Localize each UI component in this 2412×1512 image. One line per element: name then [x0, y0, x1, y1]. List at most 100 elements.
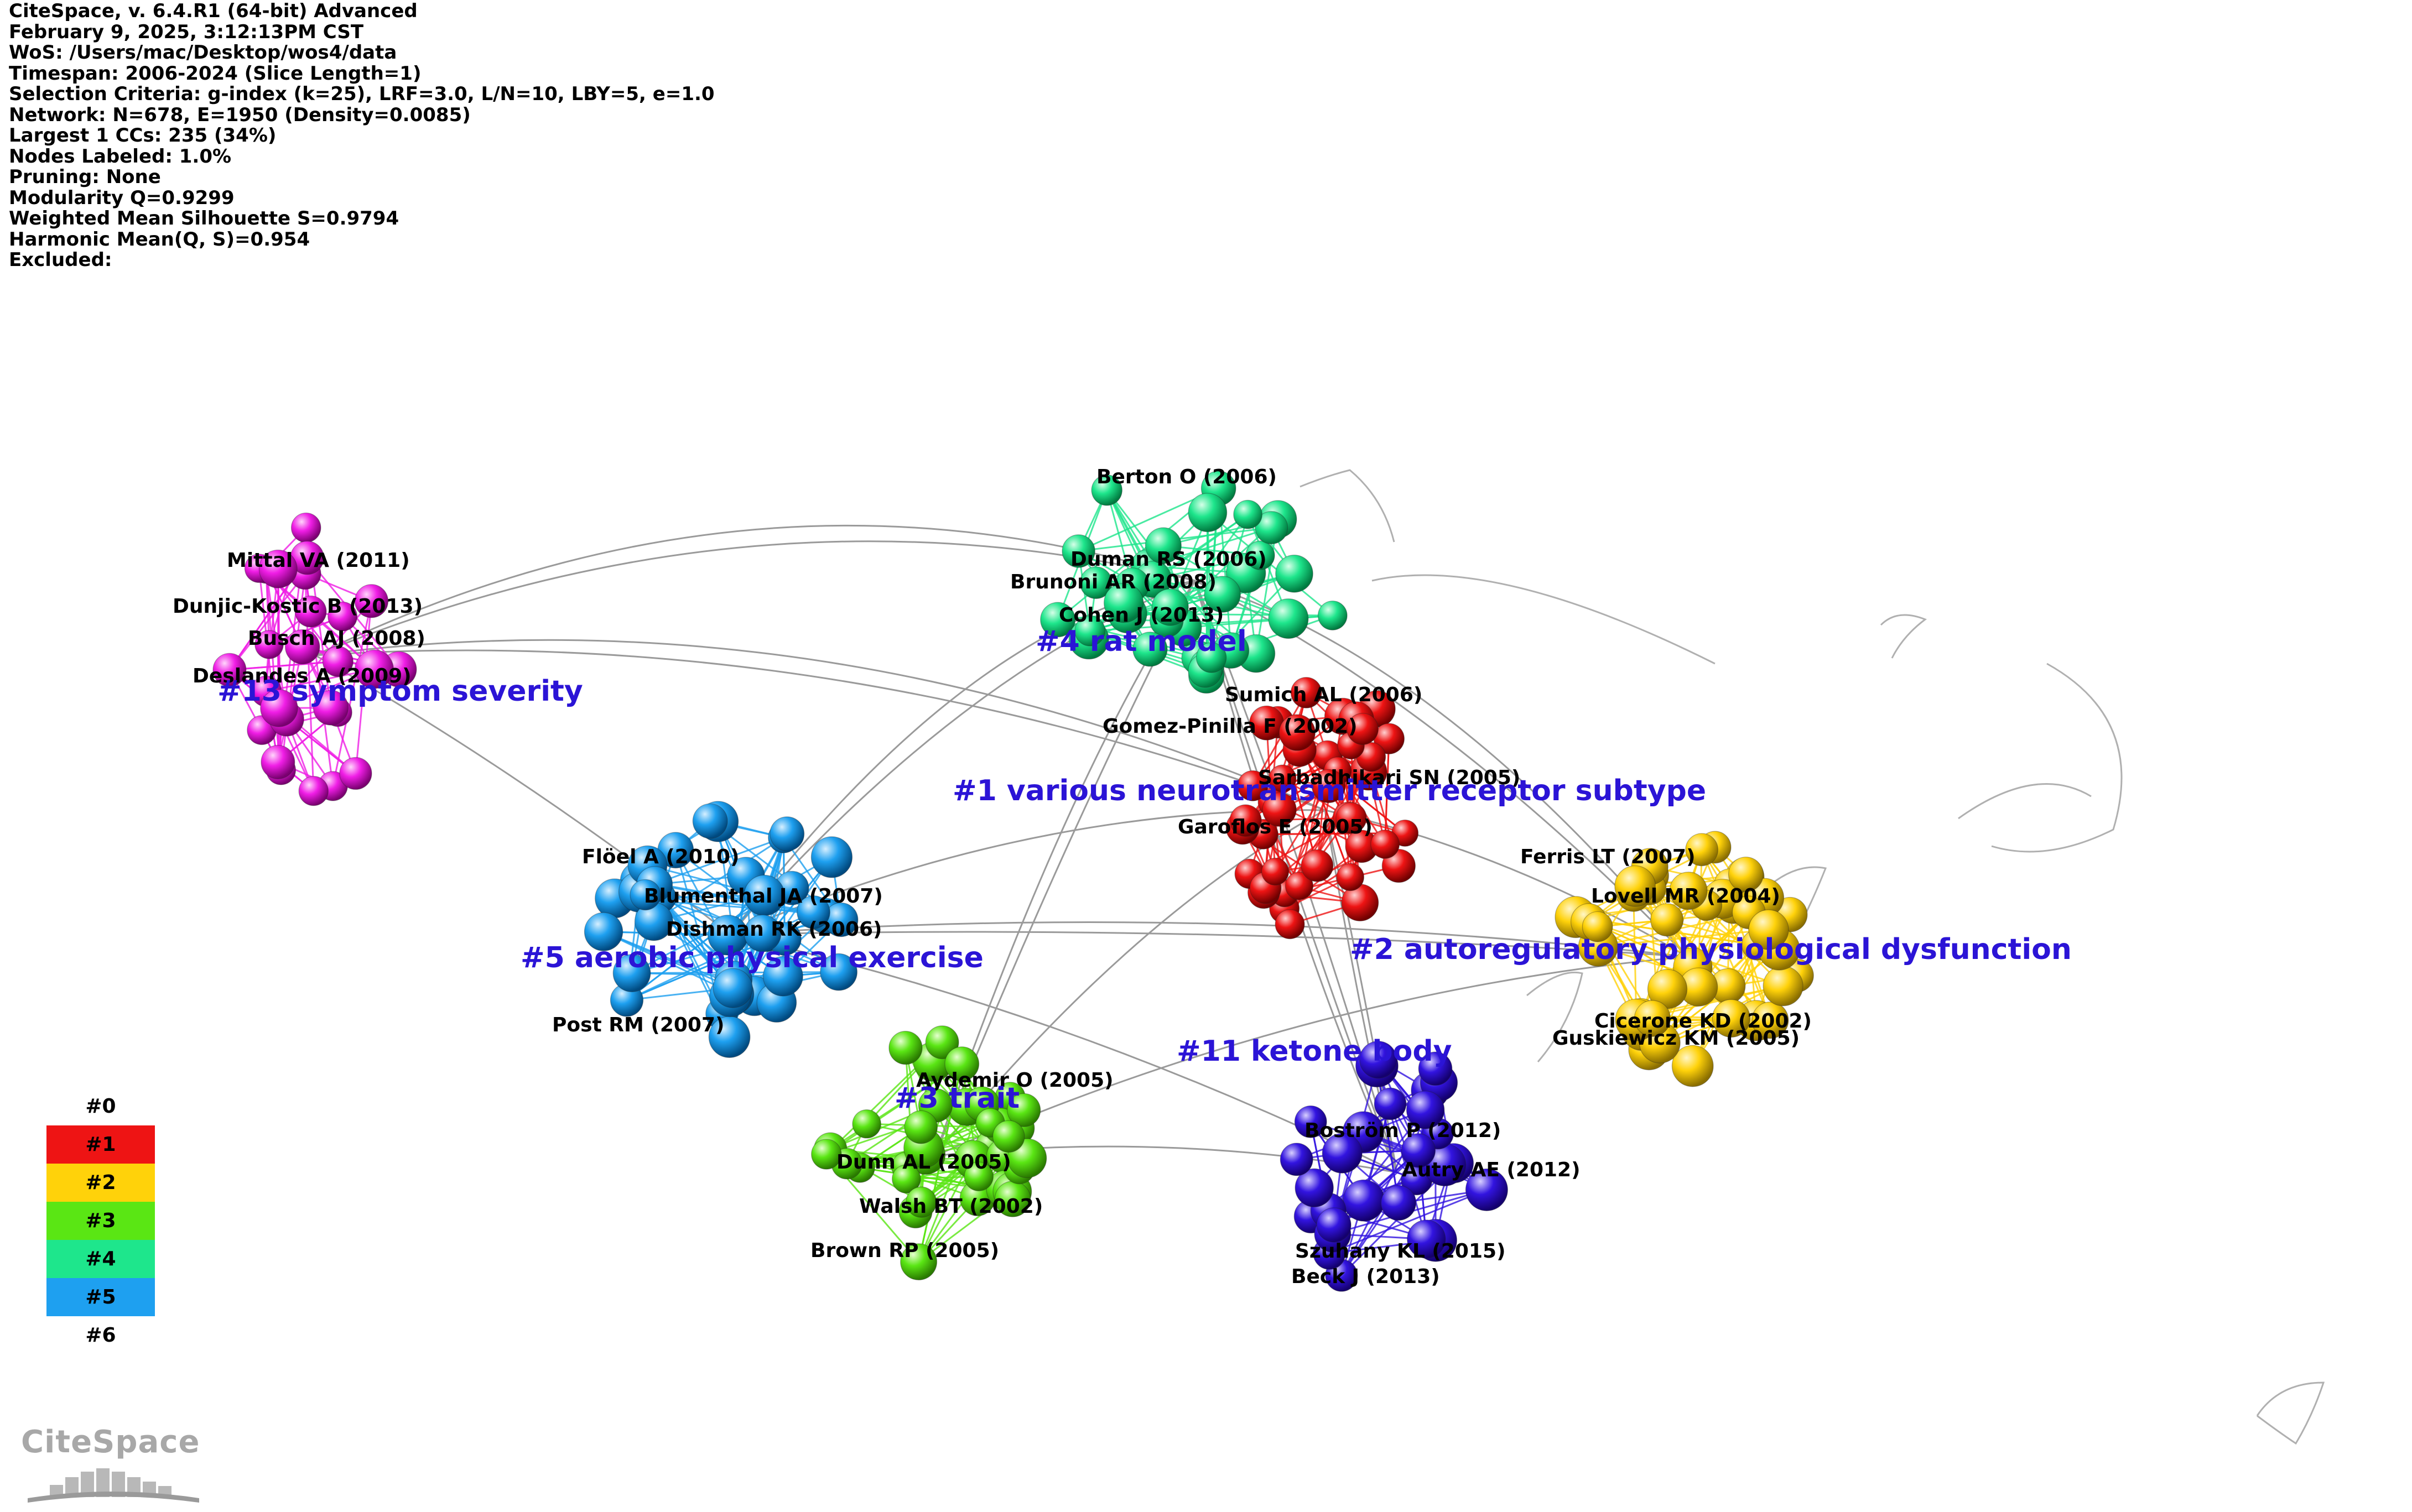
reference-node[interactable] — [1763, 966, 1803, 1007]
cluster-label-5[interactable]: #5 aerobic physical exercise — [521, 941, 984, 974]
reference-node[interactable] — [1275, 555, 1313, 593]
reference-node[interactable] — [1204, 576, 1241, 613]
reference-node[interactable] — [1280, 1143, 1313, 1176]
reference-node[interactable] — [1301, 849, 1334, 882]
reference-node[interactable] — [1237, 770, 1269, 801]
node-label[interactable]: Walsh BT (2002) — [859, 1195, 1043, 1218]
cluster-label-2[interactable]: #2 autoregulatory physiological dysfunct… — [1350, 933, 2072, 966]
reference-node[interactable] — [260, 689, 298, 727]
reference-node[interactable] — [354, 584, 389, 618]
node-label[interactable]: Gomez-Pinilla F (2002) — [1103, 715, 1358, 738]
reference-node[interactable] — [1401, 1133, 1436, 1168]
reference-node[interactable] — [992, 1120, 1025, 1153]
reference-node[interactable] — [339, 757, 372, 790]
reference-node[interactable] — [1380, 1185, 1417, 1221]
node-label[interactable]: Dunn AL (2005) — [836, 1151, 1011, 1174]
reference-node[interactable] — [1685, 833, 1719, 867]
node-label[interactable]: Blumenthal JA (2007) — [644, 885, 883, 908]
reference-node[interactable] — [1245, 540, 1275, 570]
node-label[interactable]: Sumich AL (2006) — [1225, 684, 1422, 706]
node-label[interactable]: Brown RP (2005) — [810, 1239, 999, 1262]
reference-node[interactable] — [1406, 1091, 1445, 1129]
reference-node[interactable] — [1316, 1207, 1351, 1243]
reference-node[interactable] — [584, 912, 623, 951]
reference-node[interactable] — [1074, 615, 1106, 646]
reference-node[interactable] — [888, 1030, 923, 1065]
reference-node[interactable] — [810, 836, 853, 878]
reference-node[interactable] — [355, 649, 394, 689]
reference-node[interactable] — [1132, 632, 1168, 667]
reference-node[interactable] — [1343, 1179, 1385, 1222]
reference-node[interactable] — [1262, 792, 1297, 827]
reference-node[interactable] — [1614, 865, 1656, 907]
reference-node[interactable] — [1465, 1168, 1508, 1211]
reference-node[interactable] — [763, 956, 803, 997]
reference-node[interactable] — [1195, 642, 1227, 673]
reference-node[interactable] — [1728, 857, 1764, 893]
node-label[interactable]: Duman RS (2006) — [1070, 548, 1267, 571]
reference-node[interactable] — [1582, 911, 1613, 942]
reference-node[interactable] — [1317, 601, 1348, 630]
reference-node[interactable] — [612, 954, 651, 993]
reference-node[interactable] — [1007, 1093, 1041, 1127]
node-label[interactable]: Aydemir O (2005) — [916, 1069, 1114, 1092]
reference-node[interactable] — [1261, 857, 1290, 886]
reference-node[interactable] — [1278, 714, 1316, 751]
reference-node[interactable] — [1407, 1219, 1446, 1259]
reference-node[interactable] — [1336, 863, 1365, 891]
reference-node[interactable] — [1062, 534, 1095, 568]
reference-node[interactable] — [1295, 1168, 1334, 1207]
reference-node[interactable] — [1091, 475, 1122, 506]
reference-node[interactable] — [820, 953, 857, 991]
node-label[interactable]: Berton O (2006) — [1096, 466, 1277, 488]
cluster-label-1[interactable]: #1 various neurotransmitter receptor sub… — [953, 774, 1706, 807]
reference-node[interactable] — [904, 1110, 938, 1144]
reference-node[interactable] — [285, 629, 320, 665]
reference-node[interactable] — [744, 914, 782, 952]
reference-node[interactable] — [1229, 804, 1262, 837]
node-label[interactable]: Sarbadhikari SN (2005) — [1258, 767, 1520, 789]
reference-node[interactable] — [1290, 677, 1322, 708]
node-label[interactable]: Garoflos E (2005) — [1178, 816, 1373, 838]
reference-node[interactable] — [1255, 511, 1288, 545]
cluster-label-13[interactable]: #13 symptom severity — [217, 675, 583, 708]
reference-node[interactable] — [290, 512, 321, 543]
node-label[interactable]: Post RM (2007) — [552, 1014, 724, 1036]
reference-node[interactable] — [630, 879, 661, 911]
node-label[interactable]: Deslandes A (2009) — [193, 665, 412, 687]
reference-node[interactable] — [328, 601, 358, 632]
cluster-label-4[interactable]: #4 rat model — [1036, 625, 1247, 658]
reference-node[interactable] — [964, 1161, 994, 1191]
node-label[interactable]: Lovell MR (2004) — [1591, 885, 1780, 908]
reference-node[interactable] — [1374, 1087, 1407, 1120]
reference-node[interactable] — [1418, 1051, 1453, 1086]
reference-node[interactable] — [1347, 713, 1379, 745]
reference-node[interactable] — [1359, 1041, 1397, 1079]
reference-node[interactable] — [1188, 493, 1228, 533]
reference-node[interactable] — [1381, 848, 1416, 883]
reference-node[interactable] — [1322, 1133, 1363, 1174]
reference-node[interactable] — [1145, 527, 1182, 564]
reference-node[interactable] — [1104, 582, 1144, 623]
reference-node[interactable] — [1311, 769, 1346, 804]
reference-node[interactable] — [1275, 909, 1305, 940]
node-label[interactable]: Autry AE (2012) — [1402, 1159, 1581, 1181]
reference-node[interactable] — [1268, 598, 1309, 639]
node-label[interactable]: Boström P (2012) — [1304, 1119, 1501, 1142]
reference-node[interactable] — [797, 895, 830, 929]
node-label[interactable]: Beck J (2013) — [1291, 1265, 1440, 1288]
reference-node[interactable] — [1233, 499, 1262, 529]
reference-node[interactable] — [1079, 566, 1113, 599]
reference-node[interactable] — [1370, 829, 1400, 859]
reference-node[interactable] — [261, 744, 295, 779]
reference-node[interactable] — [1269, 764, 1297, 793]
reference-node[interactable] — [1751, 1002, 1789, 1039]
reference-node[interactable] — [1294, 1105, 1327, 1138]
reference-node[interactable] — [212, 653, 247, 687]
reference-node[interactable] — [1712, 999, 1751, 1038]
reference-node[interactable] — [258, 549, 298, 588]
reference-node[interactable] — [1151, 588, 1189, 626]
reference-node[interactable] — [892, 1164, 921, 1194]
reference-node[interactable] — [294, 595, 327, 628]
